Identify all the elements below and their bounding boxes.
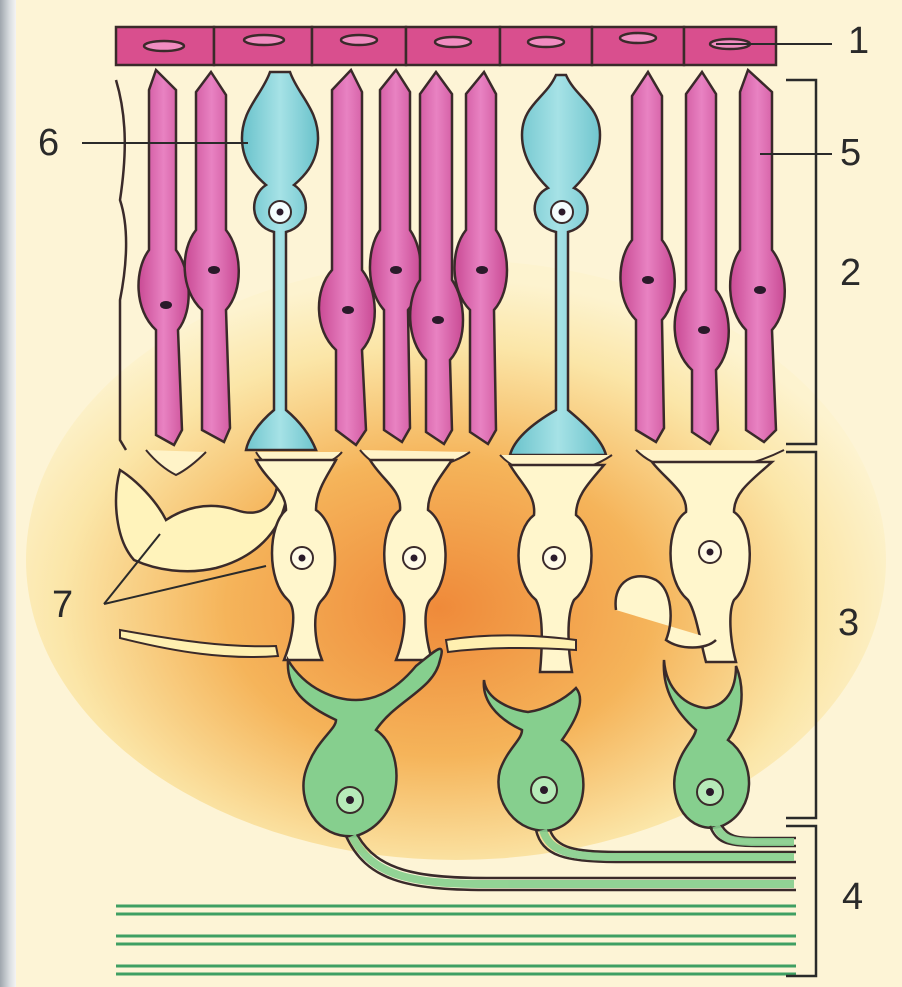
- label-2: 2: [840, 254, 861, 292]
- pigment-epithelium: [116, 27, 776, 65]
- label-3: 3: [838, 604, 859, 642]
- label-4: 4: [842, 878, 863, 916]
- label-1: 1: [848, 22, 869, 60]
- label-6: 6: [38, 124, 59, 162]
- page-edge-shadow: [0, 0, 16, 987]
- label-5: 5: [840, 134, 861, 172]
- label-7: 7: [52, 586, 73, 624]
- retina-illustration: [16, 0, 902, 987]
- diagram-canvas: 1 5 6 2 7 3 4: [16, 0, 902, 987]
